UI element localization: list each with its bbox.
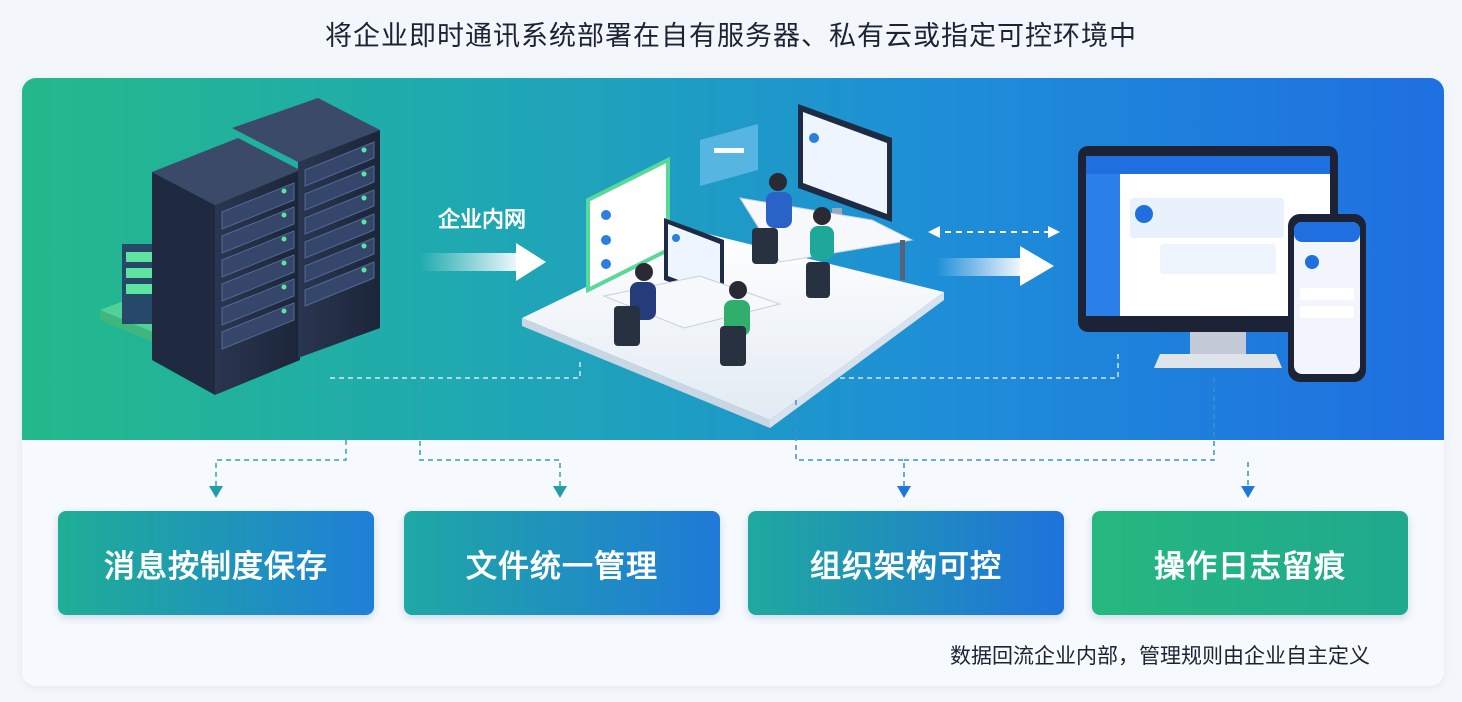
- headline: 将企业即时通讯系统部署在自有服务器、私有云或指定可控环境中: [325, 21, 1137, 52]
- connector-arrowheads: [209, 486, 1255, 498]
- office-chair-icon: [614, 228, 830, 366]
- delivery-arrow-icon: [936, 246, 1054, 286]
- server-rack-icon: [232, 98, 380, 358]
- feature-label: 消息按制度保存: [104, 548, 328, 585]
- feature-message-store: 消息按制度保存: [58, 511, 374, 615]
- feature-operation-log: 操作日志留痕: [1092, 511, 1408, 615]
- feature-file-manage: 文件统一管理: [404, 511, 720, 615]
- footnote: 数据回流企业内部，管理规则由企业自主定义: [950, 644, 1370, 668]
- intranet-label: 企业内网: [438, 208, 527, 233]
- feature-org-control: 组织架构可控: [748, 511, 1064, 615]
- feature-label: 文件统一管理: [466, 548, 658, 585]
- intranet-arrow-icon: [420, 243, 546, 281]
- mobile-client-icon: [1288, 214, 1366, 382]
- connector-lines: [215, 350, 1249, 486]
- floating-message-card-icon: [700, 124, 758, 186]
- feature-label: 操作日志留痕: [1154, 548, 1346, 585]
- feature-label: 组织架构可控: [810, 548, 1002, 585]
- sync-arrow-icon: [928, 226, 1060, 238]
- office-monitor-icon: [798, 104, 892, 222]
- server-rack-icon: [152, 138, 300, 395]
